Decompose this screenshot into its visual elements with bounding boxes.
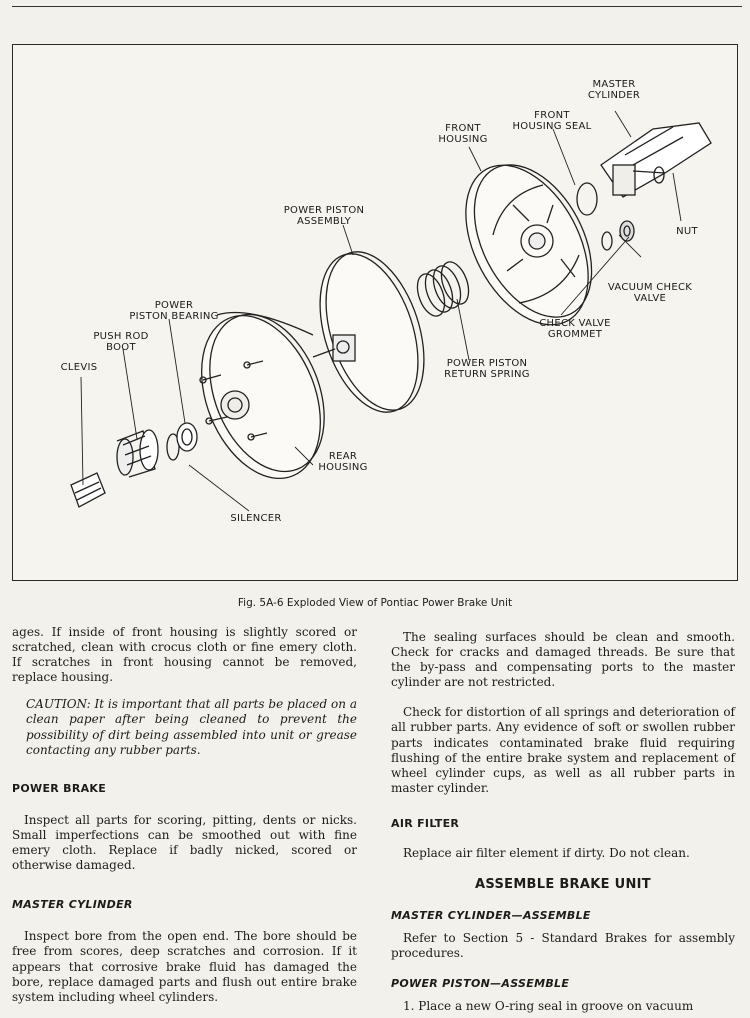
left-paragraph-2: Inspect all parts for scoring, pitting, … bbox=[12, 812, 357, 873]
front-housing-part bbox=[465, 164, 593, 326]
label-clevis: CLEVIS bbox=[60, 362, 98, 373]
push-rod-boot-part bbox=[116, 429, 159, 478]
label-check-valve-grommet: CHECK VALVE GROMMET bbox=[539, 318, 611, 340]
top-rule bbox=[12, 6, 742, 7]
left-paragraph-1: ages. If inside of front housing is slig… bbox=[12, 625, 357, 685]
label-front-housing: FRONT HOUSING bbox=[438, 123, 488, 145]
label-rear-housing: REAR HOUSING bbox=[318, 451, 368, 473]
caution-note: CAUTION: It is important that all parts … bbox=[26, 697, 357, 757]
master-cylinder-part bbox=[600, 122, 712, 198]
label-master-cylinder: MASTER CYLINDER bbox=[587, 79, 641, 101]
heading-air-filter: AIR FILTER bbox=[391, 816, 460, 830]
label-push-rod-boot: PUSH ROD BOOT bbox=[93, 331, 149, 353]
label-piston-bearing: POWER PISTON BEARING bbox=[129, 300, 219, 322]
heading-master-cylinder: MASTER CYLINDER bbox=[12, 898, 133, 912]
right-paragraph-3: Replace air filter element if dirty. Do … bbox=[403, 846, 690, 861]
label-return-spring: POWER PISTON RETURN SPRING bbox=[444, 358, 530, 380]
right-paragraph-5: 1. Place a new O-ring seal in groove on … bbox=[403, 998, 694, 1013]
power-piston-part bbox=[312, 251, 425, 413]
right-paragraph-1: The sealing surfaces should be clean and… bbox=[391, 630, 735, 690]
label-power-piston-assembly: POWER PISTON ASSEMBLY bbox=[283, 205, 365, 227]
heading-master-cylinder-assemble: MASTER CYLINDER—ASSEMBLE bbox=[391, 909, 591, 923]
label-vacuum-check-valve: VACUUM CHECK VALVE bbox=[607, 282, 693, 304]
figure-caption: Fig. 5A-6 Exploded View of Pontiac Power… bbox=[237, 597, 513, 609]
heading-power-brake: POWER BRAKE bbox=[12, 781, 107, 795]
vacuum-check-valve-part bbox=[619, 220, 635, 242]
silencer-part bbox=[166, 433, 180, 461]
return-spring-part bbox=[416, 261, 470, 317]
label-nut: NUT bbox=[676, 226, 698, 237]
label-silencer: SILENCER bbox=[230, 513, 282, 524]
heading-power-piston-assemble: POWER PISTON—ASSEMBLE bbox=[391, 976, 570, 990]
exploded-view-figure: MASTER CYLINDER FRONT HOUSING SEAL FRONT… bbox=[12, 44, 738, 581]
right-column: The sealing surfaces should be clean and… bbox=[391, 625, 735, 1014]
right-paragraph-2: Check for distortion of all springs and … bbox=[391, 705, 735, 795]
clevis-part bbox=[70, 472, 106, 508]
grommet-part bbox=[601, 231, 613, 251]
front-housing-seal-part bbox=[576, 182, 598, 216]
heading-assemble-brake-unit: ASSEMBLE BRAKE UNIT bbox=[475, 877, 651, 893]
left-column: ages. If inside of front housing is slig… bbox=[12, 625, 357, 1005]
rear-housing-part bbox=[199, 311, 325, 480]
left-paragraph-3: Inspect bore from the open end. The bore… bbox=[12, 929, 357, 1004]
label-front-housing-seal: FRONT HOUSING SEAL bbox=[512, 110, 592, 132]
brake-unit-drawing bbox=[70, 110, 712, 512]
piston-bearing-part bbox=[176, 422, 198, 452]
right-paragraph-4: Refer to Section 5 - Standard Brakes for… bbox=[391, 931, 735, 961]
